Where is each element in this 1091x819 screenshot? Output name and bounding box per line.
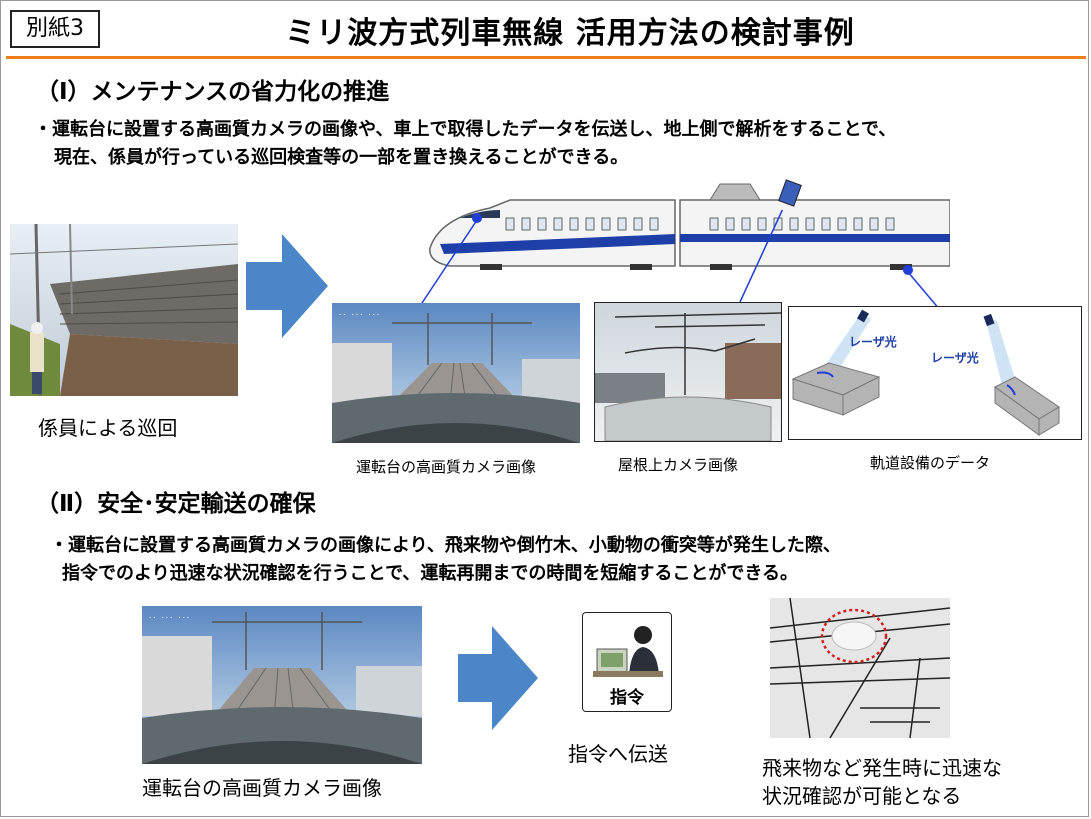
callout-lines — [419, 210, 941, 311]
section1-heading: （Ⅰ）メンテナンスの省力化の推進 — [36, 79, 390, 105]
page-title: ミリ波方式列車無線 活用方法の検討事例 — [285, 16, 855, 51]
caption-patrol: 係員による巡回 — [38, 416, 178, 440]
caption-dispatch: 指令へ伝送 — [568, 742, 668, 766]
caption-result-line2: 状況確認が可能となる — [762, 784, 962, 808]
caption-cab-camera-2: 運転台の高画質カメラ画像 — [142, 776, 382, 800]
roof-camera-image — [594, 302, 782, 442]
cab-camera-image-2: ·· ··· ··· — [142, 606, 422, 764]
svg-text:·· ··· ···: ·· ··· ··· — [148, 614, 190, 622]
section2-bullet-line1: ・運転台に設置する高画質カメラの画像により、飛来物や倒竹木、小動物の衝突等が発生… — [50, 535, 841, 556]
highlight-circle — [820, 608, 888, 664]
caption-cab-camera-1: 運転台の高画質カメラ画像 — [356, 458, 537, 476]
cab-camera-image: ·· ··· ··· — [332, 303, 580, 443]
arrow-right-icon — [458, 626, 538, 730]
laser-label-1: レーザ光 — [849, 335, 897, 349]
shinkansen-train-illustration — [429, 179, 950, 275]
dispatch-icon-box: 指令 — [582, 612, 672, 712]
attachment-badge: 別紙3 — [10, 10, 100, 48]
section2-heading: （Ⅱ）安全･安定輸送の確保 — [36, 491, 316, 517]
caption-result-line1: 飛来物など発生時に迅速な — [762, 756, 1002, 780]
arrow-right-icon — [246, 234, 328, 338]
section1-bullet-line1: ・運転台に設置する高画質カメラの画像や、車上で取得したデータを伝送し、地上側で解… — [34, 119, 897, 140]
dispatch-label: 指令 — [610, 688, 644, 708]
track-data-image: レーザ光 レーザ光 — [788, 306, 1082, 440]
svg-text:·· ··· ···: ·· ··· ··· — [338, 311, 380, 319]
caption-roof-camera: 屋根上カメラ画像 — [618, 456, 739, 474]
caption-track-data: 軌道設備のデータ — [870, 454, 991, 472]
title-underline — [6, 56, 1086, 59]
section2-bullet-line2: 指令でのより迅速な状況確認を行うことで、運転再開までの時間を短縮することができる… — [62, 563, 799, 584]
section1-bullet-line2: 現在、係員が行っている巡回検査等の一部を置き換えることができる。 — [54, 147, 629, 168]
flying-object-photo — [770, 598, 950, 738]
patrol-photo — [10, 224, 238, 396]
dispatcher-icon — [593, 626, 663, 677]
laser-label-2: レーザ光 — [931, 351, 979, 365]
